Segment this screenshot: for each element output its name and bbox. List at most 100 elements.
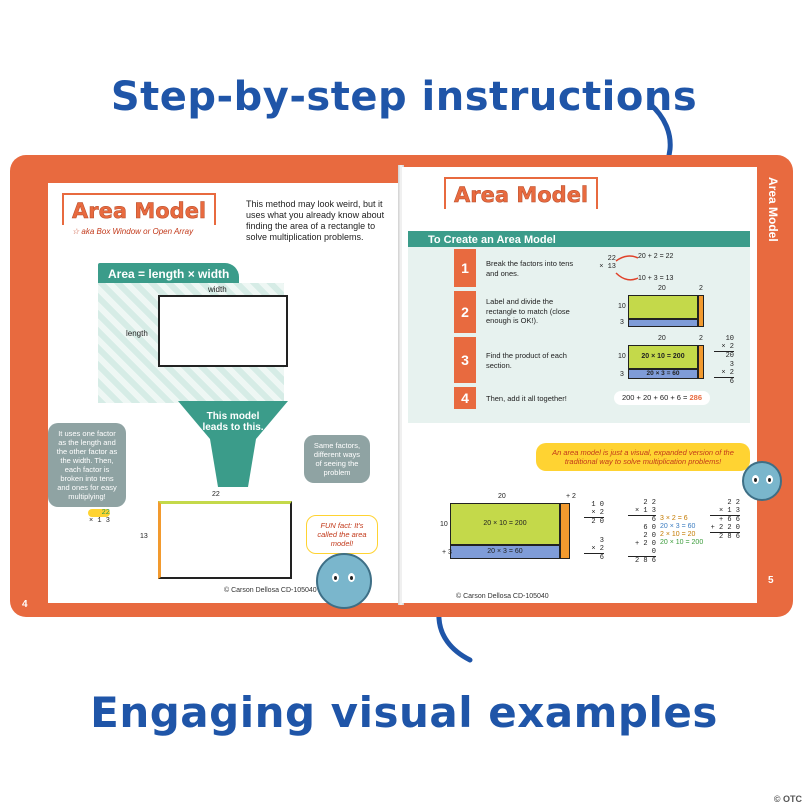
math-line: 2 0: [643, 532, 656, 540]
steps-header: To Create an Area Model: [408, 231, 750, 249]
left-page-title: Area Model: [72, 199, 207, 224]
down-arrow-icon: [178, 401, 288, 487]
mascot-eye: [348, 573, 355, 582]
math-line: 1 0: [591, 501, 604, 509]
split-arrows-icon: [615, 255, 639, 281]
math-line: 2 8 6: [628, 556, 656, 565]
math-line: 2 2: [727, 499, 740, 507]
right-side-tab: Area Model: [766, 177, 780, 242]
star-icon: ☆: [72, 227, 82, 236]
step3-label: 10: [618, 353, 626, 360]
trad-note: 20 × 3 = 60: [660, 523, 696, 530]
step3-label: 20: [658, 335, 666, 342]
step2-big-section: [628, 295, 698, 319]
step2-label: 3: [620, 319, 624, 326]
area-rectangle: [158, 295, 288, 367]
factor-bottom: × 1 3: [88, 517, 110, 525]
big-model-label: 10: [440, 521, 448, 528]
right-page: Area Model To Create an Area Model 1 Bre…: [402, 167, 782, 603]
aka-subtitle: ☆ aka Box Window or Open Array: [72, 227, 193, 236]
trad-note: 3 × 2 = 6: [660, 515, 688, 522]
step4-total: 286: [689, 393, 703, 402]
big-model-bottom: 20 × 3 = 60: [450, 545, 560, 559]
small-factors: 22 × 1 3: [88, 509, 110, 525]
right-page-number: 5: [768, 575, 774, 586]
math-line: × 2: [721, 369, 734, 377]
math-line: × 1 3: [634, 507, 656, 515]
aka-text: aka Box Window or Open Array: [81, 227, 194, 236]
fun-fact-callout: FUN fact: It's called the area model!: [306, 515, 378, 554]
step2-label: 2: [699, 285, 703, 292]
top-factor-label: 22: [212, 491, 220, 498]
big-model-label: + 3: [442, 549, 452, 556]
step1-result-2: 10 + 3 = 13: [638, 275, 674, 282]
open-workbook: Area Model ☆ aka Box Window or Open Arra…: [10, 155, 793, 617]
math-line: 6: [714, 377, 734, 386]
length-label: length: [126, 329, 148, 338]
step-number: 3: [454, 337, 476, 383]
big-model-label: 20: [498, 493, 506, 500]
step1-factor-b: × 13: [599, 263, 616, 271]
book-gutter: [398, 165, 404, 605]
step4-sum: 200 + 20 + 60 + 6 =: [621, 393, 690, 402]
trad-note: 2 × 10 = 20: [660, 531, 696, 538]
step4-sum-box: 200 + 20 + 60 + 6 = 286: [614, 391, 710, 405]
width-label: width: [208, 285, 227, 294]
step-text: Then, add it all together!: [486, 394, 567, 403]
right-page-title: Area Model: [454, 183, 589, 208]
step2-label: 20: [658, 285, 666, 292]
math-line: + 6 6: [710, 515, 740, 524]
step-text: Label and divide the rectangle to match …: [486, 297, 570, 325]
right-credit: © Carson Dellosa CD-105040: [456, 593, 549, 600]
mascot-creature: [742, 461, 782, 501]
headline-top: Step-by-step instructions: [110, 74, 698, 120]
step3-col-1: 10 × 2 20: [714, 335, 734, 360]
math-line: 2 8 6: [710, 532, 740, 541]
math-line: 6: [584, 553, 604, 562]
step-text: Find the product of each section.: [486, 351, 567, 370]
math-line: 6: [628, 515, 656, 524]
step2-label: 10: [618, 303, 626, 310]
side-factor-label: 13: [140, 533, 148, 540]
mascot-eye: [766, 475, 773, 484]
big-model-right: [560, 503, 570, 559]
math-line: + 2 2 0: [710, 524, 740, 532]
left-page: Area Model ☆ aka Box Window or Open Arra…: [48, 183, 400, 609]
arrow-caption: This model leads to this.: [202, 411, 264, 433]
left-page-number: 4: [22, 599, 28, 610]
mascot-eye: [332, 573, 339, 582]
step3-big-section: 20 × 10 = 200: [628, 345, 698, 369]
math-line: × 2: [721, 343, 734, 351]
mascot-creature: [316, 553, 372, 609]
intro-text: This method may look weird, but it uses …: [246, 199, 385, 242]
step-number: 1: [454, 249, 476, 287]
traditional-result: 2 2 × 1 3 + 6 6 + 2 2 0 2 8 6: [710, 499, 740, 541]
step2-bottom-section: [628, 319, 698, 327]
math-line: 10: [725, 335, 734, 343]
step3-label: 3: [620, 371, 624, 378]
big-model-col-1: 1 0 × 2 2 0: [584, 501, 604, 526]
big-model-label: + 2: [566, 493, 576, 500]
left-title-box: Area Model: [62, 193, 217, 225]
step3-bottom-section: 20 × 3 = 60: [628, 369, 698, 379]
big-model-col-2: 3 × 2 6: [584, 537, 604, 562]
step-number: 2: [454, 291, 476, 333]
example-rectangle: [158, 501, 292, 579]
headline-bottom: Engaging visual examples: [90, 688, 718, 737]
factor-callout: It uses one factor as the length and the…: [48, 423, 126, 507]
right-title-box: Area Model: [444, 177, 599, 209]
step-text: Break the factors into tens and ones.: [486, 259, 574, 278]
left-credit: © Carson Dellosa CD-105040: [224, 587, 317, 594]
math-line: 20: [714, 351, 734, 360]
step-number: 4: [454, 387, 476, 409]
watermark: © OTC: [773, 794, 802, 804]
step2-right-section: [698, 295, 704, 327]
step1-factor-a: 22: [607, 255, 616, 263]
step3-label: 2: [699, 335, 703, 342]
mascot-eye: [752, 475, 759, 484]
traditional-column: 2 2 × 1 3 6 6 0 2 0 + 2 0 0 2 8 6: [628, 499, 656, 565]
math-line: × 1 3: [718, 507, 740, 515]
trad-note: 20 × 10 = 200: [660, 539, 704, 546]
math-line: 6 0: [643, 524, 656, 532]
math-line: × 2: [591, 545, 604, 553]
